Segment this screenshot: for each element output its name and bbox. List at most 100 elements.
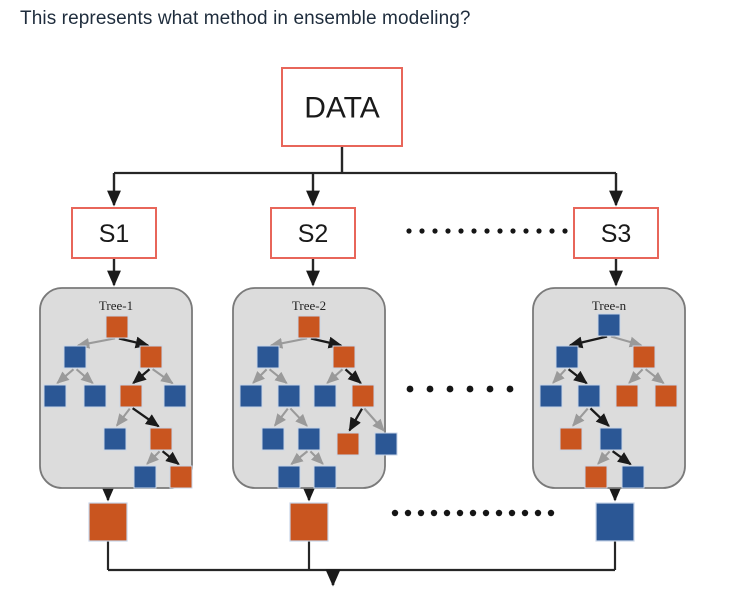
ellipsis-dot-top — [432, 228, 438, 234]
sample-box-s3: S3 — [573, 207, 659, 259]
tree-edge — [348, 408, 363, 432]
data-box: DATA — [281, 67, 403, 147]
ellipsis-dot-top — [484, 228, 490, 234]
tree-edge — [326, 368, 344, 384]
tree-node — [139, 345, 163, 369]
tree-edge — [118, 336, 150, 349]
connector-lines — [101, 146, 623, 587]
tree-edge — [310, 336, 343, 349]
tree-edge — [115, 407, 131, 427]
ellipsis-dot-middle — [486, 385, 494, 393]
tree-node — [119, 384, 143, 408]
tree-node — [261, 427, 285, 451]
sample-box-s1: S1 — [71, 207, 157, 259]
tree-edge — [344, 368, 362, 384]
tree-node — [83, 384, 107, 408]
ellipsis-dot-top — [458, 228, 464, 234]
ellipsis-dot-top — [406, 228, 412, 234]
tree-node — [374, 432, 398, 456]
tree-node — [103, 427, 127, 451]
tree-edge — [76, 337, 116, 349]
ellipsis-dots — [391, 228, 568, 517]
ellipsis-dot-bottom — [469, 509, 477, 517]
tree-edge — [597, 450, 611, 465]
tree-node — [632, 345, 656, 369]
tree-node — [133, 465, 157, 489]
ellipsis-dot-middle — [506, 385, 514, 393]
ellipsis-dot-bottom — [404, 509, 412, 517]
tree-node — [654, 384, 678, 408]
tree-node — [256, 345, 280, 369]
labeled-boxes: DATA S1 S2 S3 — [71, 67, 659, 259]
tree-node — [615, 384, 639, 408]
tree-edge — [152, 368, 174, 385]
ellipsis-dot-bottom — [391, 509, 399, 517]
tree-edge — [290, 450, 309, 465]
tree-edge — [132, 368, 151, 384]
ellipsis-dot-middle — [466, 385, 474, 393]
ellipsis-dot-middle — [406, 385, 414, 393]
tree-panel-title: Tree-2 — [292, 298, 326, 313]
data-box-label: DATA — [304, 92, 380, 125]
tree-edges — [56, 335, 665, 466]
tree-edge — [552, 368, 567, 384]
ellipsis-dot-bottom — [508, 509, 516, 517]
ellipsis-dot-top — [497, 228, 503, 234]
tree-node — [332, 345, 356, 369]
tree-node — [559, 427, 583, 451]
tree-edge — [644, 368, 665, 384]
tree-node — [539, 384, 563, 408]
tree-node — [63, 345, 87, 369]
tree-edge — [628, 368, 644, 384]
tree-edge — [56, 368, 75, 384]
tree-node — [105, 315, 129, 339]
tree-edge — [161, 450, 180, 466]
tree-edge — [567, 368, 588, 385]
sample-box-s2: S2 — [270, 207, 356, 259]
ellipsis-dot-bottom — [482, 509, 490, 517]
tree-node — [597, 313, 621, 337]
tree-edge — [572, 407, 589, 427]
sample-box-s3-label: S3 — [601, 220, 632, 248]
tree-edge — [363, 407, 385, 432]
tree-node — [599, 427, 623, 451]
tree-node — [336, 432, 360, 456]
ellipsis-dot-middle — [446, 385, 454, 393]
ellipsis-dot-bottom — [495, 509, 503, 517]
output-node — [595, 502, 635, 542]
sample-box-s1-label: S1 — [99, 220, 130, 248]
output-nodes — [88, 502, 635, 542]
ellipsis-dot-bottom — [443, 509, 451, 517]
output-node — [88, 502, 128, 542]
ellipsis-dot-top — [536, 228, 542, 234]
tree-edge — [268, 368, 288, 384]
tree-edge — [610, 335, 643, 348]
tree-node — [297, 427, 321, 451]
ellipsis-dot-bottom — [456, 509, 464, 517]
tree-node — [239, 384, 263, 408]
ellipsis-dot-top — [471, 228, 477, 234]
tree-edge — [309, 450, 324, 465]
tree-nodes — [43, 313, 678, 489]
tree-edge — [589, 407, 610, 427]
tree-edge — [252, 368, 268, 384]
sample-box-s2-label: S2 — [298, 220, 329, 248]
tree-node — [313, 384, 337, 408]
tree-node — [555, 345, 579, 369]
ellipsis-dot-top — [562, 228, 568, 234]
ellipsis-dot-bottom — [521, 509, 529, 517]
page-title: This represents what method in ensemble … — [20, 8, 471, 29]
tree-edge — [75, 368, 94, 384]
tree-node — [163, 384, 187, 408]
tree-node — [277, 384, 301, 408]
ellipsis-dot-top — [523, 228, 529, 234]
ellipsis-dot-top — [510, 228, 516, 234]
tree-edge — [131, 407, 160, 428]
tree-edge — [269, 337, 308, 349]
ellipsis-dot-bottom — [534, 509, 542, 517]
tree-panel-title: Tree-1 — [99, 298, 133, 313]
ellipsis-dot-top — [549, 228, 555, 234]
tree-node — [584, 465, 608, 489]
